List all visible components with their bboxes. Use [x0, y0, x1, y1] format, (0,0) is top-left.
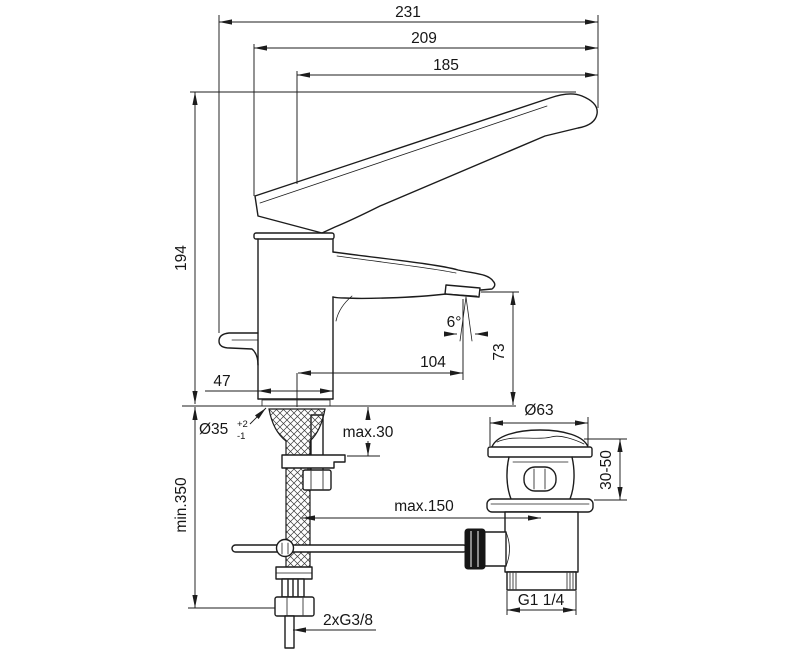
waste-lever-boss-curve: [505, 531, 510, 567]
spout-ridge: [336, 255, 457, 274]
faucet-body-group: [218, 93, 598, 407]
dim-waste-cap-label: Ø63: [524, 402, 553, 419]
lever-handle: [254, 93, 598, 234]
waste-neck: [506, 456, 575, 500]
dim-max30-label: max.30: [343, 424, 394, 441]
overflow-slot: [523, 466, 557, 492]
waste-top-flange: [487, 446, 593, 458]
dim-104-label: 104: [420, 354, 446, 371]
spout-top-edge: [332, 251, 496, 291]
waste-body: [504, 511, 579, 573]
waste-ball-joint: [464, 528, 486, 570]
aerator-face: [447, 293, 478, 297]
body-spout-transition: [335, 295, 353, 322]
dim-hole-diameter-label: Ø35: [199, 421, 228, 438]
dimension-labels: 231 209 185 194 min.350 47 104 73 max.30…: [173, 4, 615, 629]
dim-waste-thread-label: G1 1/4: [518, 592, 565, 609]
dim-47-label: 47: [213, 373, 230, 390]
dim-194-label: 194: [173, 245, 190, 271]
dim-outlet-angle-label: 6°: [447, 314, 462, 331]
waste-lower-flange: [486, 498, 594, 513]
pop-up-rod: [231, 544, 468, 553]
cartridge-collar: [253, 232, 335, 240]
dim-supply-thread-label: 2xG3/8: [323, 612, 373, 629]
dim-min350-label: min.350: [173, 477, 190, 533]
waste-threaded-tail: [506, 571, 577, 591]
dim-waste-adjust-label: 30-50: [598, 450, 615, 490]
outlet-angle-lines: [459, 296, 473, 342]
dim-73-label: 73: [491, 343, 508, 360]
base-gasket: [261, 399, 331, 407]
mixer-body: [257, 238, 334, 400]
mounting-plate: [281, 454, 346, 469]
extension-lines: [188, 15, 627, 615]
under-deck-group: [231, 408, 468, 649]
aerator: [444, 284, 481, 298]
hose-end-fitting: [274, 566, 315, 649]
dim-hole-tol-plus: +2: [237, 419, 248, 430]
rod-clamp: [275, 538, 295, 558]
waste-cap-reflection: [496, 435, 585, 445]
spout-underside: [332, 293, 447, 300]
handle-rear-tip: [218, 332, 259, 366]
dim-209-label: 209: [411, 30, 437, 47]
lever-handle-ridge: [259, 105, 548, 204]
dim-hole-tol-minus: -1: [237, 431, 245, 442]
pop-up-waste-group: [464, 429, 594, 591]
dim-185-label: 185: [433, 57, 459, 74]
waste-lever-boss: [483, 531, 507, 567]
dim-max150-label: max.150: [394, 498, 454, 515]
dim-231-label: 231: [395, 4, 421, 21]
mounting-nut: [302, 469, 332, 491]
waste-cap: [491, 429, 589, 448]
dimension-lines: [192, 19, 623, 633]
